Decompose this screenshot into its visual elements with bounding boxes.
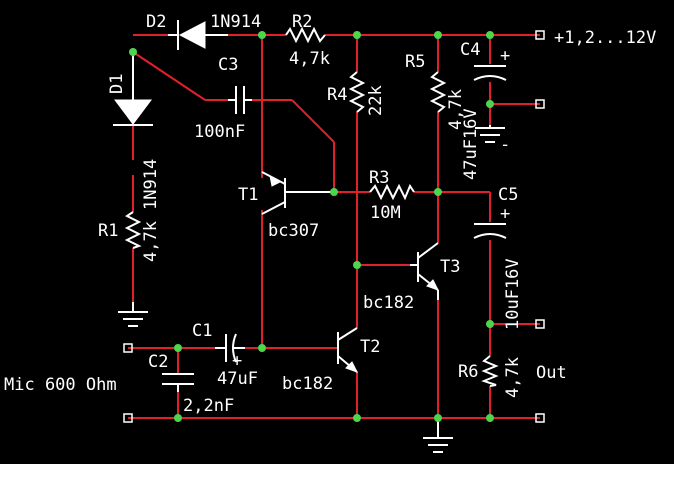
r4-value-label: 22k: [366, 85, 386, 116]
d2-value-label: 1N914: [210, 12, 261, 32]
c3-ref-label: C3: [218, 55, 238, 75]
supply-label: +1,2...12V: [554, 28, 656, 48]
r1-ref-label: R1: [98, 221, 118, 241]
output-label: Out: [536, 363, 567, 383]
t3-ref-label: T3: [440, 257, 460, 277]
c4-value-label: 47uF16V: [461, 108, 481, 180]
resistor-r3-symbol: [369, 183, 415, 201]
c5-plus-mark: +: [500, 204, 510, 224]
r2-ref-label: R2: [292, 12, 312, 32]
diode-d1-symbol: [113, 52, 153, 126]
c3-value-label: 100nF: [194, 122, 245, 142]
schematic-background: [0, 0, 674, 464]
r5-ref-label: R5: [405, 52, 425, 72]
c4-ref-label: C4: [460, 40, 480, 60]
c5-ref-label: C5: [498, 185, 518, 205]
junction-dots: [129, 31, 494, 422]
c4-minus-mark: -: [500, 135, 510, 155]
r2-value-label: 4,7k: [289, 49, 330, 69]
resistor-r1-symbol: [124, 211, 142, 249]
resistor-r5-symbol: [429, 71, 447, 113]
t1-ref-label: T1: [238, 185, 258, 205]
ground-symbol-c4: [475, 127, 505, 143]
transistor-t1-symbol: [261, 171, 334, 215]
transistor-t2-symbol: [337, 327, 359, 373]
diode-d2-symbol: [168, 20, 228, 50]
r6-ref-label: R6: [458, 362, 478, 382]
t2-ref-label: T2: [360, 337, 380, 357]
terminals: [123, 30, 545, 423]
r3-value-label: 10M: [370, 203, 401, 223]
r4-ref-label: R4: [327, 85, 347, 105]
capacitor-c2-symbol: [162, 373, 194, 392]
t1-value-label: bc307: [268, 221, 319, 241]
t2-value-label: bc182: [282, 374, 333, 394]
c5-value-label: 10uF16V: [503, 258, 523, 330]
resistor-r4-symbol: [348, 71, 366, 113]
r1-value-label: 4,7k: [141, 221, 161, 262]
capacitor-c5-symbol: [473, 223, 507, 239]
resistor-r2-symbol: [285, 26, 326, 44]
d2-ref-label: D2: [146, 12, 166, 32]
wires: [128, 34, 540, 419]
capacitor-c1-symbol: [215, 333, 245, 363]
d1-value-label: 1N914: [141, 159, 161, 210]
r6-value-label: 4,7k: [503, 357, 523, 398]
c1-value-label: 47uF: [217, 369, 258, 389]
d1-ref-label: D1: [107, 74, 127, 94]
capacitor-c3-symbol: [228, 86, 252, 114]
t3-value-label: bc182: [363, 293, 414, 313]
c4-plus-mark: +: [500, 46, 510, 66]
c1-plus-mark: +: [232, 351, 242, 371]
c2-ref-label: C2: [148, 352, 168, 372]
c2-value-label: 2,2nF: [183, 396, 234, 416]
resistor-r6-symbol: [481, 355, 499, 387]
r3-ref-label: R3: [369, 168, 389, 188]
transistor-t3-symbol: [410, 242, 440, 300]
r5-value-label: 4,7k: [446, 89, 466, 130]
ground-symbol-r1: [118, 302, 148, 327]
input-label: Mic 600 Ohm: [4, 375, 117, 395]
c1-ref-label: C1: [192, 321, 212, 341]
